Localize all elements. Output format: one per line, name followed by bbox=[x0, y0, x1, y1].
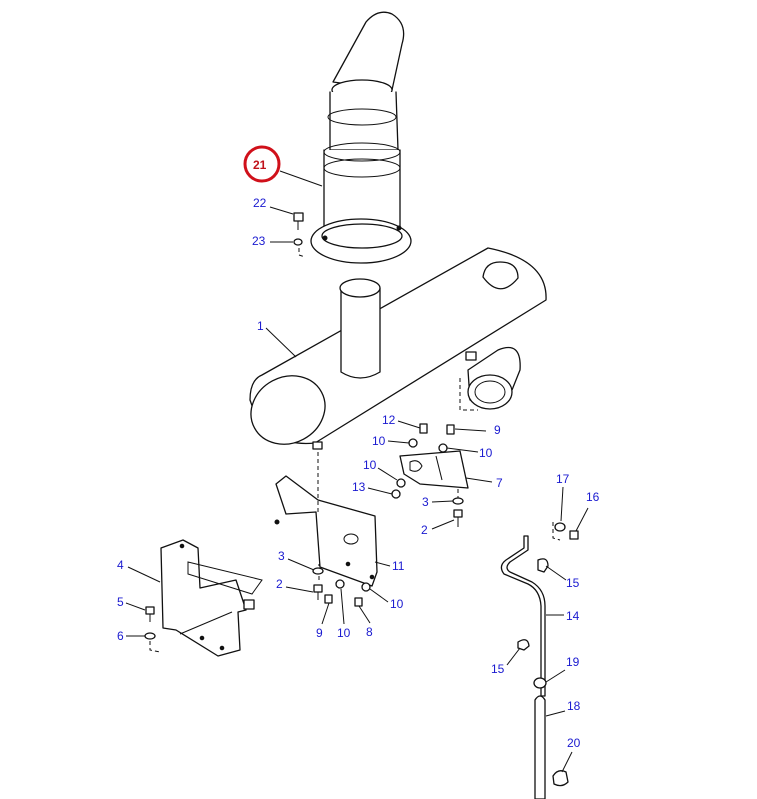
callout-10-mid: 10 bbox=[363, 458, 377, 472]
bolt-5 bbox=[145, 606, 155, 622]
bracket-4 bbox=[160, 539, 263, 657]
exhaust-pipe bbox=[310, 11, 412, 264]
hardware-9-top bbox=[446, 424, 455, 435]
cap-20 bbox=[552, 770, 569, 787]
callout-6: 6 bbox=[117, 629, 124, 643]
callout-8: 8 bbox=[366, 625, 373, 639]
nut-10-mid bbox=[396, 478, 406, 488]
bracket-7 bbox=[399, 450, 469, 489]
callout-15-lower: 15 bbox=[491, 662, 505, 676]
callout-23: 23 bbox=[252, 234, 266, 248]
callout-7: 7 bbox=[496, 476, 503, 490]
hardware-12 bbox=[419, 423, 428, 434]
callout-22: 22 bbox=[253, 196, 267, 210]
callout-13: 13 bbox=[352, 480, 366, 494]
bolt-22 bbox=[293, 212, 304, 230]
clamp-15-upper bbox=[537, 558, 549, 573]
bolt-16 bbox=[569, 530, 579, 540]
washer-6 bbox=[144, 632, 156, 640]
washer-23 bbox=[293, 238, 303, 246]
callout-10-right: 10 bbox=[479, 446, 493, 460]
callout-19: 19 bbox=[566, 655, 580, 669]
callout-10-bottom: 10 bbox=[337, 626, 351, 640]
callout-labels: 21 22 23 1 12 9 10 10 10 7 13 3 2 17 16 … bbox=[117, 158, 600, 750]
rod-18 bbox=[534, 695, 546, 799]
muffler bbox=[249, 247, 547, 450]
callout-21: 21 bbox=[253, 158, 267, 172]
callout-9-top: 9 bbox=[494, 423, 501, 437]
bolt-2-left bbox=[313, 584, 323, 600]
callout-20: 20 bbox=[567, 736, 581, 750]
callout-1: 1 bbox=[257, 319, 264, 333]
callout-11: 11 bbox=[392, 559, 405, 573]
callout-16: 16 bbox=[586, 490, 600, 504]
leader-lines bbox=[125, 170, 589, 773]
nut-10-lower bbox=[361, 582, 371, 592]
washer-3-left bbox=[312, 567, 324, 575]
bolt-9-lower bbox=[324, 594, 333, 604]
washer-13 bbox=[391, 489, 401, 499]
callout-10-top: 10 bbox=[372, 434, 386, 448]
washer-3-right bbox=[452, 497, 464, 505]
callout-10-lower: 10 bbox=[390, 597, 404, 611]
bolt-17 bbox=[554, 522, 566, 532]
rod-14 bbox=[500, 535, 546, 697]
callout-15-upper: 15 bbox=[566, 576, 580, 590]
nut-10-top bbox=[408, 438, 418, 448]
nut-19 bbox=[533, 677, 547, 689]
clamp-15-lower bbox=[517, 639, 530, 651]
callout-2-right: 2 bbox=[421, 523, 428, 537]
nut-10-right bbox=[438, 443, 448, 453]
callout-3-right: 3 bbox=[422, 495, 429, 509]
nut-10-left bbox=[335, 579, 345, 589]
bolt-8 bbox=[354, 597, 363, 607]
callout-9-lower: 9 bbox=[316, 626, 323, 640]
callout-5: 5 bbox=[117, 595, 124, 609]
callout-2-left: 2 bbox=[276, 577, 283, 591]
highlight-ring bbox=[243, 145, 281, 183]
callout-14: 14 bbox=[566, 609, 580, 623]
bolt-2-right bbox=[453, 509, 463, 527]
callout-17: 17 bbox=[556, 472, 570, 486]
callout-4: 4 bbox=[117, 558, 124, 572]
callout-3-left: 3 bbox=[278, 549, 285, 563]
callout-18: 18 bbox=[567, 699, 581, 713]
callout-12: 12 bbox=[382, 413, 396, 427]
bracket-11 bbox=[274, 475, 378, 587]
